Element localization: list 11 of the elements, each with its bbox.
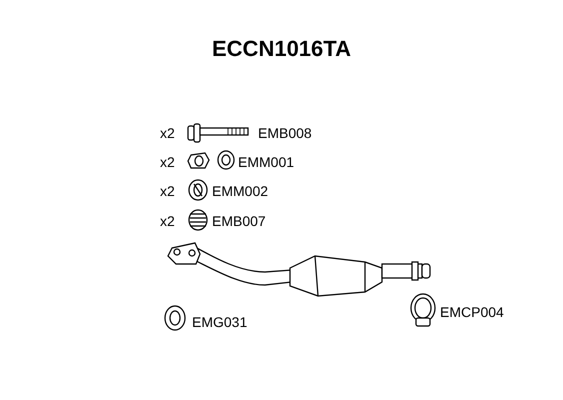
part-number: EMCP004 — [440, 304, 504, 320]
quantity-label: x2 — [160, 183, 175, 199]
quantity-label: x2 — [160, 125, 175, 141]
part-number: EMB008 — [258, 125, 312, 141]
part-number: EMG031 — [192, 314, 248, 330]
quantity-label: x2 — [160, 213, 175, 229]
part-number: EMB007 — [212, 213, 266, 229]
title: ECCN1016TA — [211, 36, 352, 62]
part-number: EMM001 — [238, 154, 294, 170]
quantity-label: x2 — [160, 154, 175, 170]
part-number: EMM002 — [212, 183, 268, 199]
